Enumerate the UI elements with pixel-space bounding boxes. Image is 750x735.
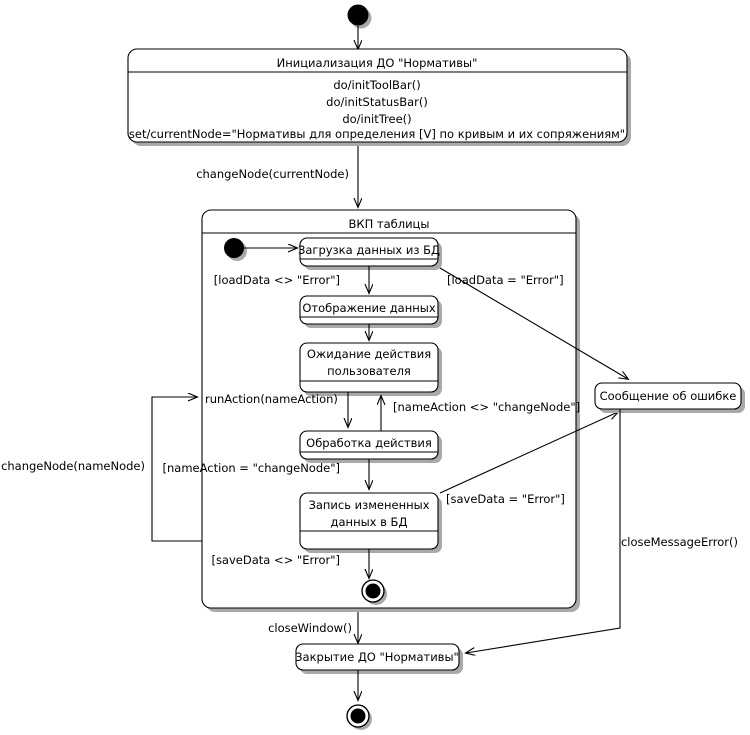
transition-label-runaction: runAction(nameAction)	[205, 392, 338, 406]
state-close-title: Закрытие ДО "Нормативы"	[295, 650, 459, 664]
state-init-title: Инициализация ДО "Нормативы"	[277, 56, 478, 70]
state-save-data-title-line1: Запись измененных	[308, 498, 429, 512]
state-wait-action-title-line1: Ожидание действия	[307, 347, 431, 361]
state-load-data[interactable]: Загрузка данных из БД	[298, 237, 442, 270]
state-load-data-title: Загрузка данных из БД	[298, 243, 440, 257]
transition-label-savedata-ok: [saveData <> "Error"]	[211, 553, 340, 567]
state-save-data-title-line2: данных в БД	[331, 515, 408, 529]
transition-label-loaddata-ok: [loadData <> "Error"]	[214, 273, 340, 287]
transition-label-changenode-current: changeNode(currentNode)	[196, 167, 349, 181]
transition-label-loaddata-error: [loadData = "Error"]	[447, 273, 564, 287]
final-state-inner	[361, 579, 387, 605]
state-show-data[interactable]: Отображение данных	[299, 295, 442, 328]
transition-error-to-close	[466, 409, 621, 653]
state-process-action[interactable]: Обработка действия	[299, 430, 442, 463]
state-init-activity-1: do/initStatusBar()	[326, 95, 428, 109]
state-init-activity-0: do/initToolBar()	[333, 78, 420, 92]
state-save-data[interactable]: Запись измененных данных в БД	[299, 492, 442, 553]
final-state-bottom	[346, 704, 372, 730]
transition-loop-changenode	[151, 397, 202, 542]
state-init-activity-3: set/currentNode="Нормативы для определен…	[129, 127, 625, 141]
state-wait-action[interactable]: Ожидание действия пользователя	[299, 342, 442, 396]
initial-state-top	[347, 4, 372, 29]
transition-label-nameaction-eq: [nameAction = "changeNode"]	[163, 461, 340, 475]
transition-label-closemessageerror: closeMessageError()	[621, 535, 738, 549]
state-close[interactable]: Закрытие ДО "Нормативы"	[295, 643, 463, 674]
transition-label-savedata-error: [saveData = "Error"]	[446, 492, 565, 506]
transition-save-to-error	[439, 412, 618, 494]
transition-label-nameaction-neq: [nameAction <> "changeNode"]	[393, 400, 580, 414]
initial-state-inner	[224, 238, 247, 261]
state-error-message-title: Сообщение об ошибке	[600, 389, 737, 403]
state-show-data-title: Отображение данных	[302, 301, 436, 315]
composite-state-title: ВКП таблицы	[349, 217, 430, 231]
state-wait-action-title-line2: пользователя	[327, 364, 411, 378]
state-init[interactable]: Инициализация ДО "Нормативы" do/initTool…	[127, 48, 631, 146]
state-init-activity-2: do/initTree()	[342, 112, 411, 126]
transition-label-changenode-name: changeNode(nameNode)	[1, 459, 145, 473]
state-process-action-title: Обработка действия	[306, 436, 432, 450]
transition-label-closewindow: closeWindow()	[268, 621, 352, 635]
transition-load-to-error	[439, 267, 628, 379]
state-error-message[interactable]: Сообщение об ошибке	[594, 382, 745, 413]
